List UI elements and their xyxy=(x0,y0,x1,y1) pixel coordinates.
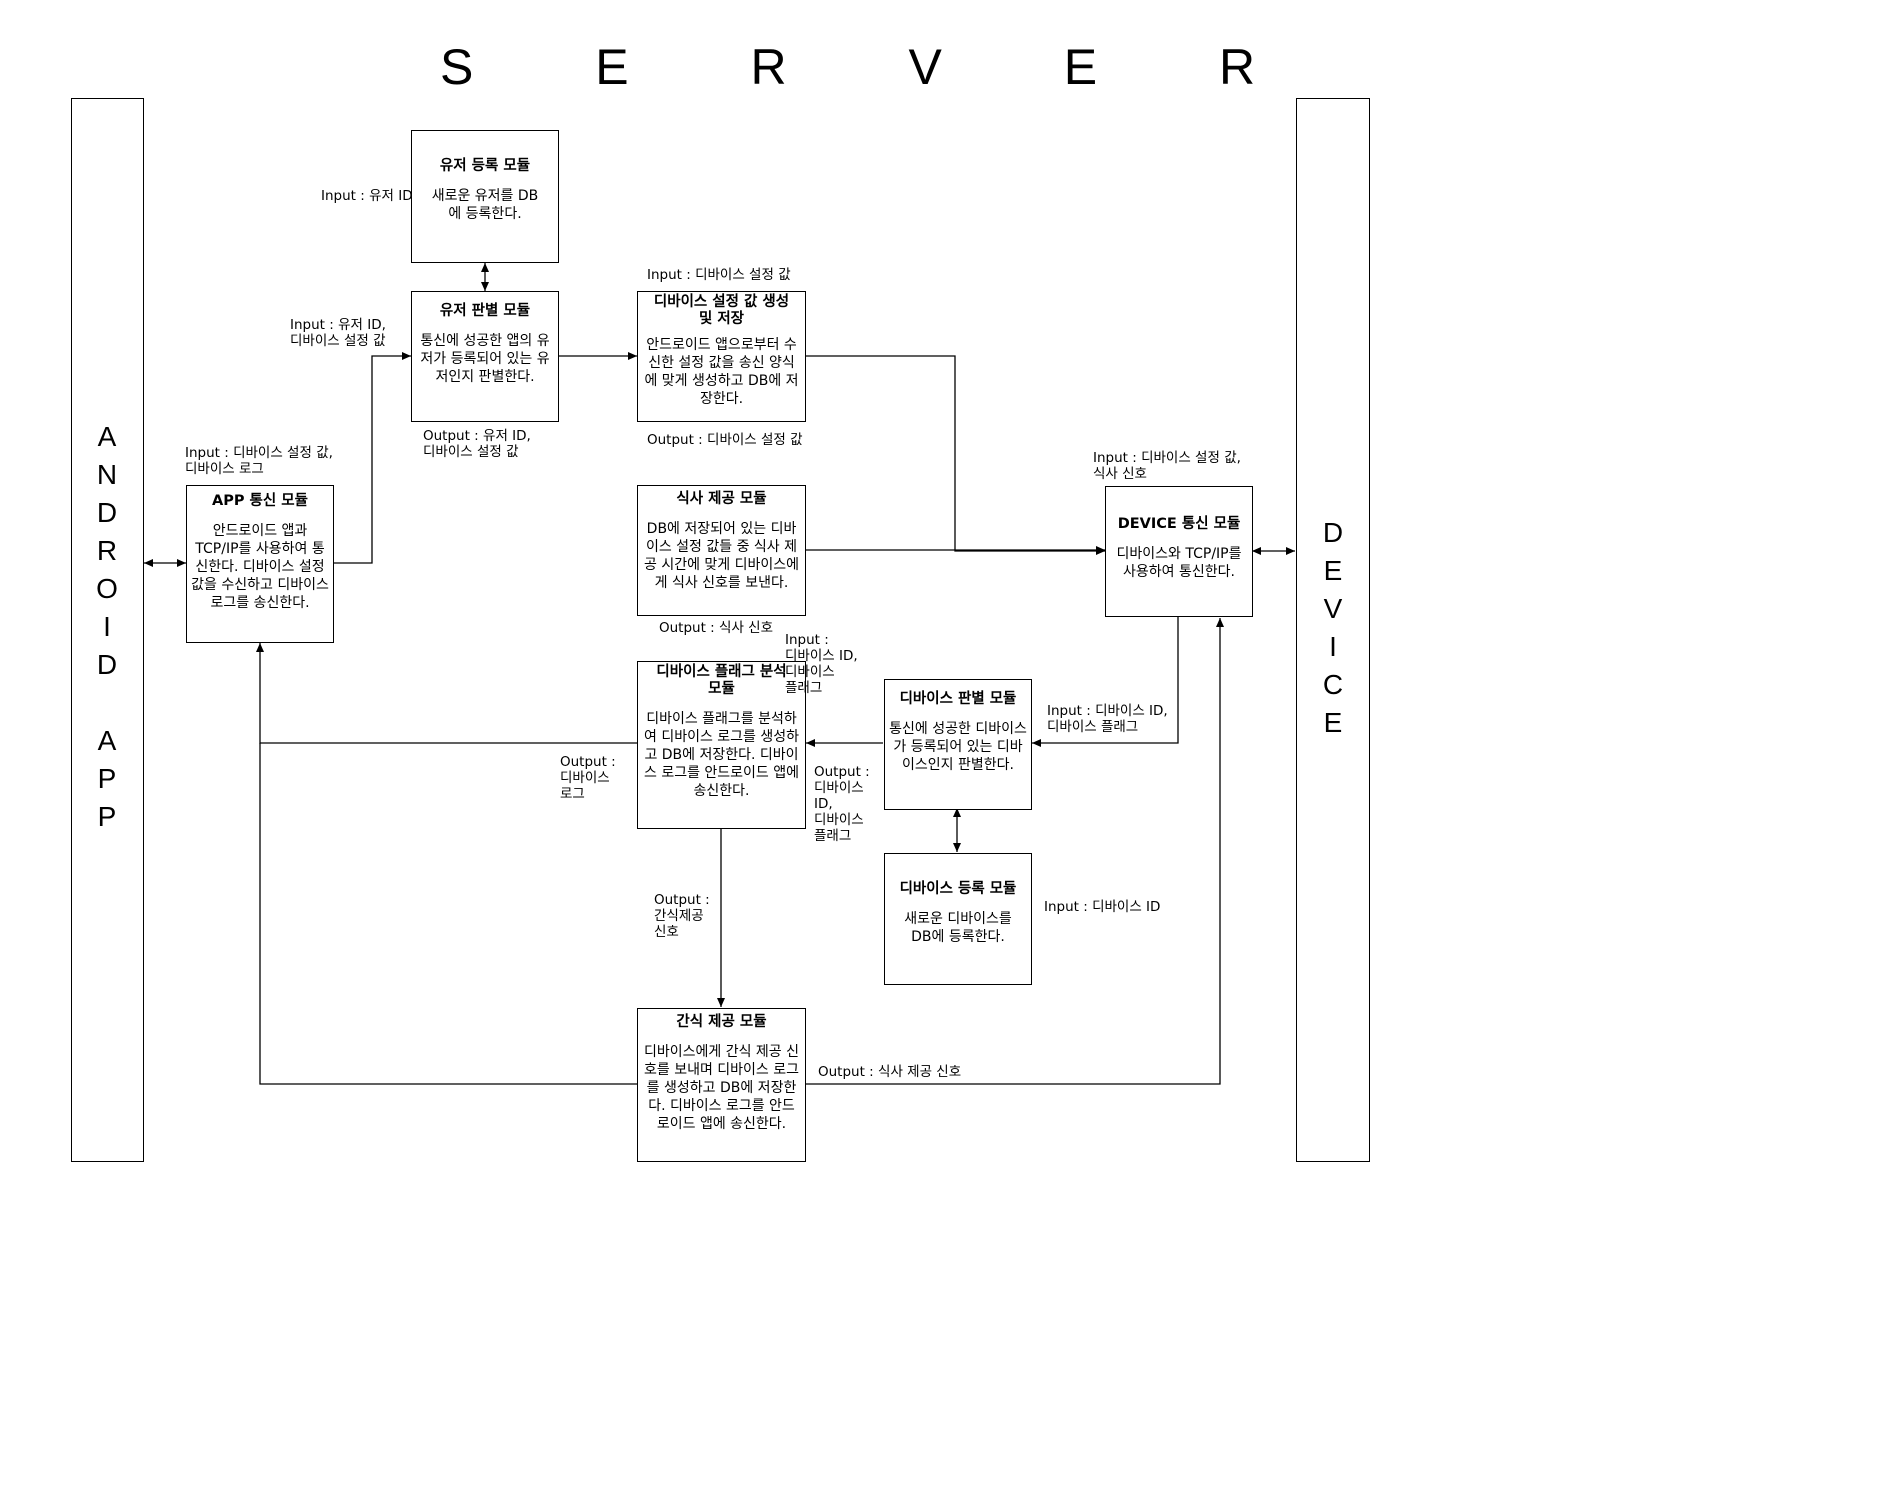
line-snack-to-app-comm xyxy=(259,743,637,1085)
label-out-snack-signal: Output : 간식제공 신호 xyxy=(654,892,710,940)
meal-desc: DB에 저장되어 있는 디바이스 설정 값들 중 식사 제공 시간에 맞게 디바… xyxy=(643,521,800,591)
label-out-meal-provide-signal: Output : 식사 제공 신호 xyxy=(818,1064,962,1080)
label-in-user-id-setting: Input : 유저 ID, 디바이스 설정 값 xyxy=(290,317,386,349)
device-identify-title: 디바이스 판별 모듈 xyxy=(899,691,1017,707)
label-out-user-id-setting: Output : 유저 ID, 디바이스 설정 값 xyxy=(423,428,531,460)
snack-module: 간식 제공 모듈 디바이스에게 간식 제공 신호를 보내며 디바이스 로그를 생… xyxy=(637,1008,806,1162)
snack-desc: 디바이스에게 간식 제공 신호를 보내며 디바이스 로그를 생성하고 DB에 저… xyxy=(643,1044,800,1132)
device-comm-desc: 디바이스와 TCP/IP를 사용하여 통신한다. xyxy=(1116,546,1242,580)
android-app-bar xyxy=(71,98,144,1162)
app-comm-title: APP 통신 모듈 xyxy=(212,493,308,509)
app-comm-desc: 안드로이드 앱과 TCP/IP를 사용하여 통신한다. 디바이스 설정 값을 수… xyxy=(191,523,329,611)
arrow-app-comm-to-user-identify xyxy=(334,352,411,564)
flag-analysis-desc: 디바이스 플래그를 분석하여 디바이스 로그를 생성하고 DB에 저장한다. 디… xyxy=(643,711,800,799)
device-setting-module: 디바이스 설정 값 생성 및 저장 안드로이드 앱으로부터 수신한 설정 값을 … xyxy=(637,291,806,422)
meal-title: 식사 제공 모듈 xyxy=(676,491,767,507)
label-out-meal-signal: Output : 식사 신호 xyxy=(659,620,773,636)
label-in-device-id: Input : 디바이스 ID xyxy=(1044,899,1161,915)
arrow-snack-to-device-comm xyxy=(806,618,1224,1085)
label-in-device-id-flag-1: Input : 디바이스 ID, 디바이스 플래그 xyxy=(785,632,858,696)
device-setting-desc: 안드로이드 앱으로부터 수신한 설정 값을 송신 양식에 맞게 생성하고 DB에… xyxy=(644,337,799,407)
label-out-device-log: Output : 디바이스 로그 xyxy=(560,754,616,802)
arrow-setting-to-device-comm xyxy=(805,355,1105,555)
device-comm-module: DEVICE 통신 모듈 디바이스와 TCP/IP를 사용하여 통신한다. xyxy=(1105,486,1253,617)
user-identify-desc: 통신에 성공한 앱의 유저가 등록되어 있는 유저인지 판별한다. xyxy=(420,333,550,385)
device-comm-title: DEVICE 통신 모듈 xyxy=(1117,516,1241,532)
device-setting-title: 디바이스 설정 값 생성 및 저장 xyxy=(653,294,790,327)
flag-analysis-module: 디바이스 플래그 분석 모듈 디바이스 플래그를 분석하여 디바이스 로그를 생… xyxy=(637,661,806,829)
label-in-user-id: Input : 유저 ID xyxy=(321,188,413,204)
meal-module: 식사 제공 모듈 DB에 저장되어 있는 디바이스 설정 값들 중 식사 제공 … xyxy=(637,485,806,616)
label-out-device-id-flag: Output : 디바이스 ID, 디바이스 플래그 xyxy=(814,764,870,844)
user-register-module: 유저 등록 모듈 새로운 유저를 DB에 등록한다. xyxy=(411,130,559,263)
user-register-title: 유저 등록 모듈 xyxy=(439,158,531,174)
label-in-device-id-flag-2: Input : 디바이스 ID, 디바이스 플래그 xyxy=(1047,703,1168,735)
user-register-desc: 새로운 유저를 DB에 등록한다. xyxy=(431,188,539,222)
snack-title: 간식 제공 모듈 xyxy=(676,1014,767,1030)
device-label: D E V I C E xyxy=(1322,517,1344,738)
label-out-setting: Output : 디바이스 설정 값 xyxy=(647,432,803,448)
label-in-setting: Input : 디바이스 설정 값 xyxy=(647,267,791,283)
device-identify-module: 디바이스 판별 모듈 통신에 성공한 디바이스가 등록되어 있는 디바이스인지 … xyxy=(884,679,1032,810)
user-identify-title: 유저 판별 모듈 xyxy=(439,303,531,319)
device-register-module: 디바이스 등록 모듈 새로운 디바이스를 DB에 등록한다. xyxy=(884,853,1032,985)
arrow-flag-to-app-comm xyxy=(256,643,637,744)
label-in-setting-log: Input : 디바이스 설정 값, 디바이스 로그 xyxy=(185,445,333,477)
server-title: S E R V E R xyxy=(440,39,1310,95)
device-identify-desc: 통신에 성공한 디바이스가 등록되어 있는 디바이스인지 판별한다. xyxy=(889,721,1027,773)
device-bar xyxy=(1296,98,1370,1162)
user-identify-module: 유저 판별 모듈 통신에 성공한 앱의 유저가 등록되어 있는 유저인지 판별한… xyxy=(411,291,559,422)
android-app-label: A N D R O I D A P P xyxy=(96,421,118,832)
label-in-setting-meal: Input : 디바이스 설정 값, 식사 신호 xyxy=(1093,450,1241,482)
device-register-desc: 새로운 디바이스를 DB에 등록한다. xyxy=(904,911,1012,945)
app-comm-module: APP 통신 모듈 안드로이드 앱과 TCP/IP를 사용하여 통신한다. 디바… xyxy=(186,485,334,643)
device-register-title: 디바이스 등록 모듈 xyxy=(899,881,1017,897)
flag-analysis-title: 디바이스 플래그 분석 모듈 xyxy=(656,664,787,697)
arrow-device-comm-to-device-identify xyxy=(1032,617,1179,747)
